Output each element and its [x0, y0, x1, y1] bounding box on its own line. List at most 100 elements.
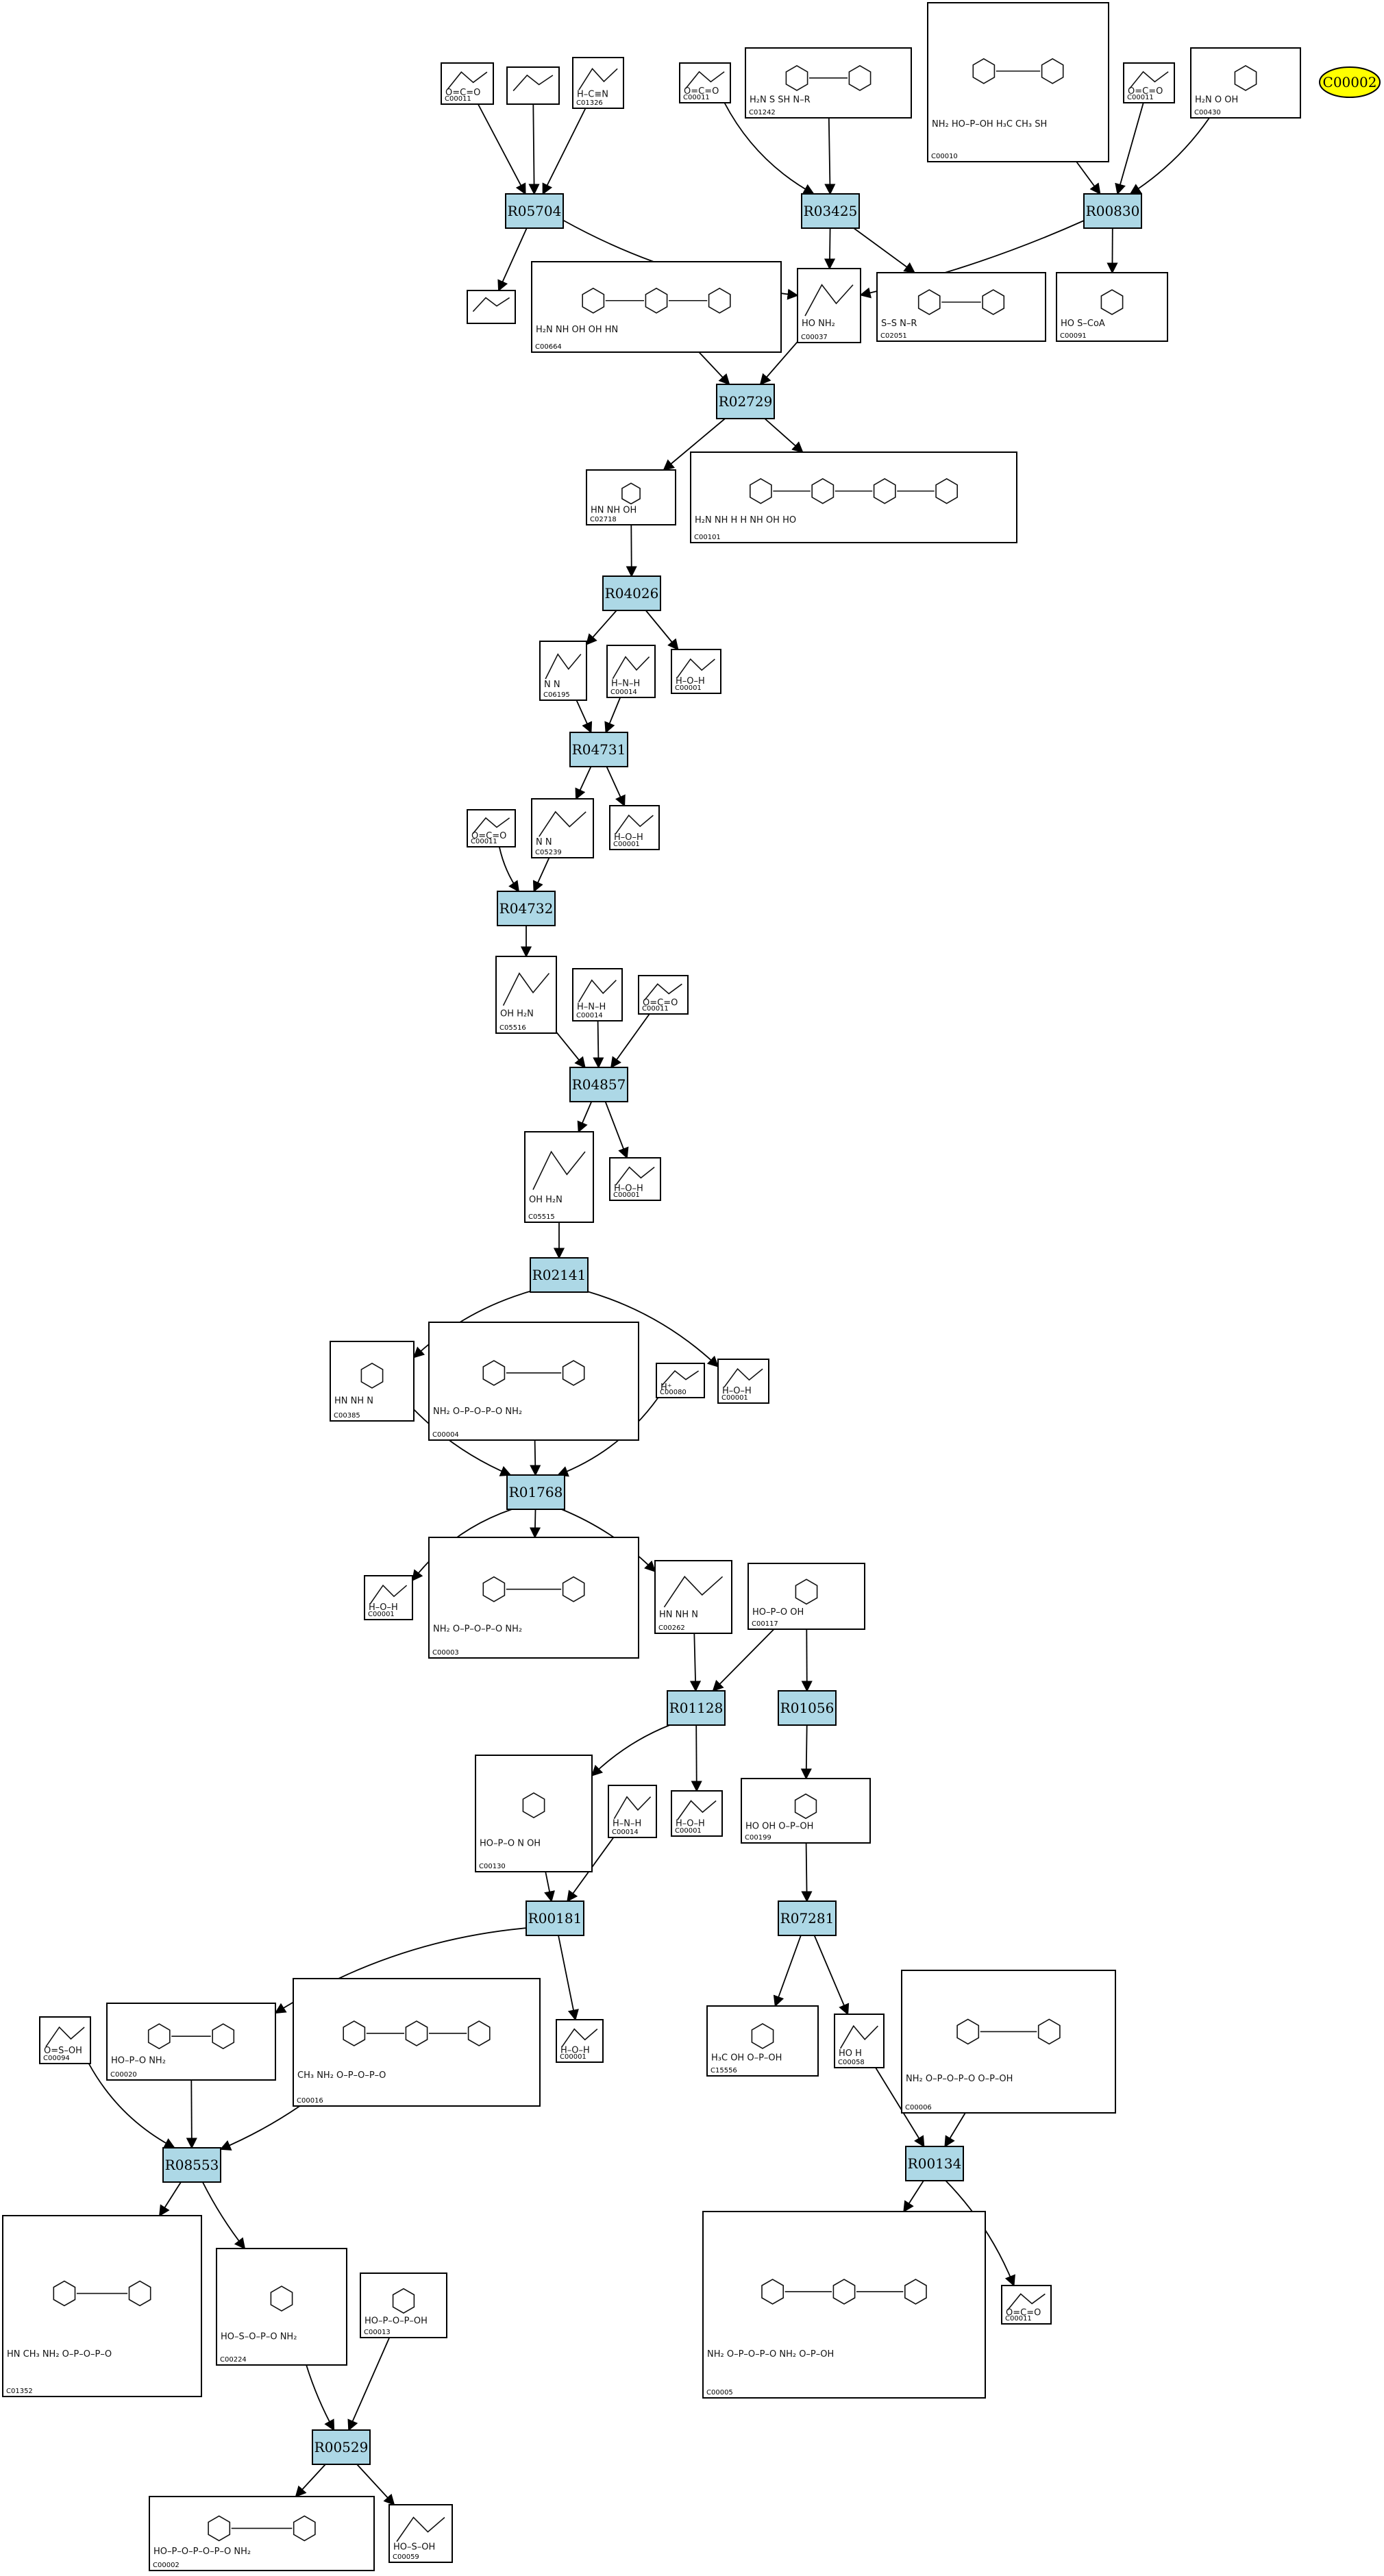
compound-c29[interactable]: H⁺C00080 [656, 1363, 705, 1398]
reaction-R01056[interactable]: R01056 [778, 1690, 837, 1726]
reaction-box[interactable] [667, 1690, 726, 1726]
reaction-R00181[interactable]: R00181 [526, 1900, 584, 1936]
compound-id-label: C00101 [694, 534, 721, 541]
reaction-R07281[interactable]: R07281 [778, 1900, 837, 1936]
reaction-box[interactable] [569, 1067, 628, 1102]
reaction-box[interactable] [569, 732, 628, 767]
reaction-R00134[interactable]: R00134 [905, 2146, 964, 2181]
reaction-R08553[interactable]: R08553 [162, 2147, 221, 2183]
reaction-R02141[interactable]: R02141 [530, 1257, 589, 1293]
highlight-compound[interactable]: C00002 [1319, 66, 1381, 98]
reaction-box[interactable] [778, 1900, 837, 1936]
reaction-box[interactable] [312, 2429, 371, 2465]
reaction-box[interactable] [505, 193, 564, 229]
chain-bond [613, 1796, 652, 1820]
reaction-box[interactable] [716, 384, 775, 419]
compound-box [39, 2016, 91, 2064]
reaction-R04026[interactable]: R04026 [602, 575, 661, 611]
chain-bond [472, 817, 510, 834]
compound-box [475, 1755, 593, 1872]
reaction-box[interactable] [497, 891, 556, 926]
reaction-R03425[interactable]: R03425 [801, 193, 860, 229]
compound-formula: H–N–H [613, 1818, 641, 1829]
compound-formula: H–O–H [369, 1602, 398, 1613]
compound-box [495, 956, 557, 1034]
compound-c9[interactable] [467, 290, 516, 324]
reaction-box[interactable] [778, 1690, 837, 1726]
compound-c2[interactable] [506, 66, 560, 105]
reaction-box[interactable] [506, 1474, 565, 1510]
reaction-box[interactable] [526, 1900, 584, 1936]
reaction-R01768[interactable]: R01768 [506, 1474, 565, 1510]
reactions-layer: R05704 R03425 R00830R02729R04026R04731R047… [162, 193, 1142, 2465]
reaction-R04732[interactable]: R04732 [497, 891, 556, 926]
chain-bond [545, 653, 582, 680]
reaction-box[interactable] [801, 193, 860, 229]
reaction-R04731[interactable]: R04731 [569, 732, 628, 767]
compound-id-label: C00117 [752, 1620, 778, 1628]
reaction-box[interactable] [1083, 193, 1142, 229]
reaction-box[interactable] [602, 575, 661, 611]
reaction-box[interactable] [905, 2146, 964, 2181]
reaction-box[interactable] [530, 1257, 589, 1293]
reaction-R00830[interactable]: R00830 [1083, 193, 1142, 229]
reaction-R04857[interactable]: R04857 [569, 1067, 628, 1102]
reaction-R02729[interactable]: R02729 [716, 384, 775, 419]
reaction-R00529[interactable]: R00529 [312, 2429, 371, 2465]
compound-formula: HO–P–O N OH [480, 1839, 541, 1849]
reaction-R05704[interactable]: R05704 [505, 193, 564, 229]
reaction-R01128[interactable]: R01128 [667, 1690, 726, 1726]
highlight-ellipse[interactable] [1319, 66, 1381, 98]
reaction-box[interactable] [162, 2147, 221, 2183]
